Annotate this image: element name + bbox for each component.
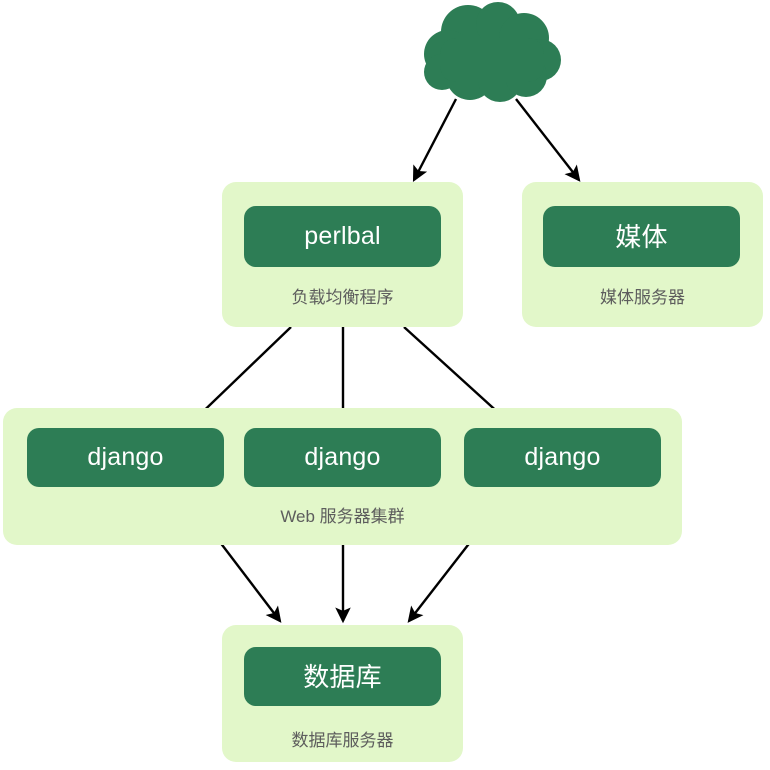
node-database-label: 数据库 xyxy=(303,661,382,692)
node-django-3-label: django xyxy=(524,443,601,471)
group-load-balancer-caption: 负载均衡程序 xyxy=(291,288,394,307)
group-database-caption: 数据库服务器 xyxy=(291,731,394,750)
node-django-2-label: django xyxy=(304,443,381,471)
node-django-3[interactable]: django xyxy=(464,428,661,487)
edge-cloud-to-loadbalancer xyxy=(412,98,458,183)
cloud-icon xyxy=(424,2,561,102)
group-media-caption: 媒体服务器 xyxy=(600,288,685,307)
node-django-1-label: django xyxy=(87,443,164,471)
internet-cloud xyxy=(418,2,568,106)
edge-cloud-to-media xyxy=(515,98,581,182)
group-web-cluster-caption: Web 服务器集群 xyxy=(280,507,405,526)
node-perlbal-label: perlbal xyxy=(304,222,381,250)
node-media-label: 媒体 xyxy=(615,221,668,252)
node-django-1[interactable]: django xyxy=(27,428,224,487)
node-database[interactable]: 数据库 xyxy=(244,647,441,706)
node-django-2[interactable]: django xyxy=(244,428,441,487)
node-perlbal[interactable]: perlbal xyxy=(244,206,441,267)
node-media[interactable]: 媒体 xyxy=(543,206,740,267)
